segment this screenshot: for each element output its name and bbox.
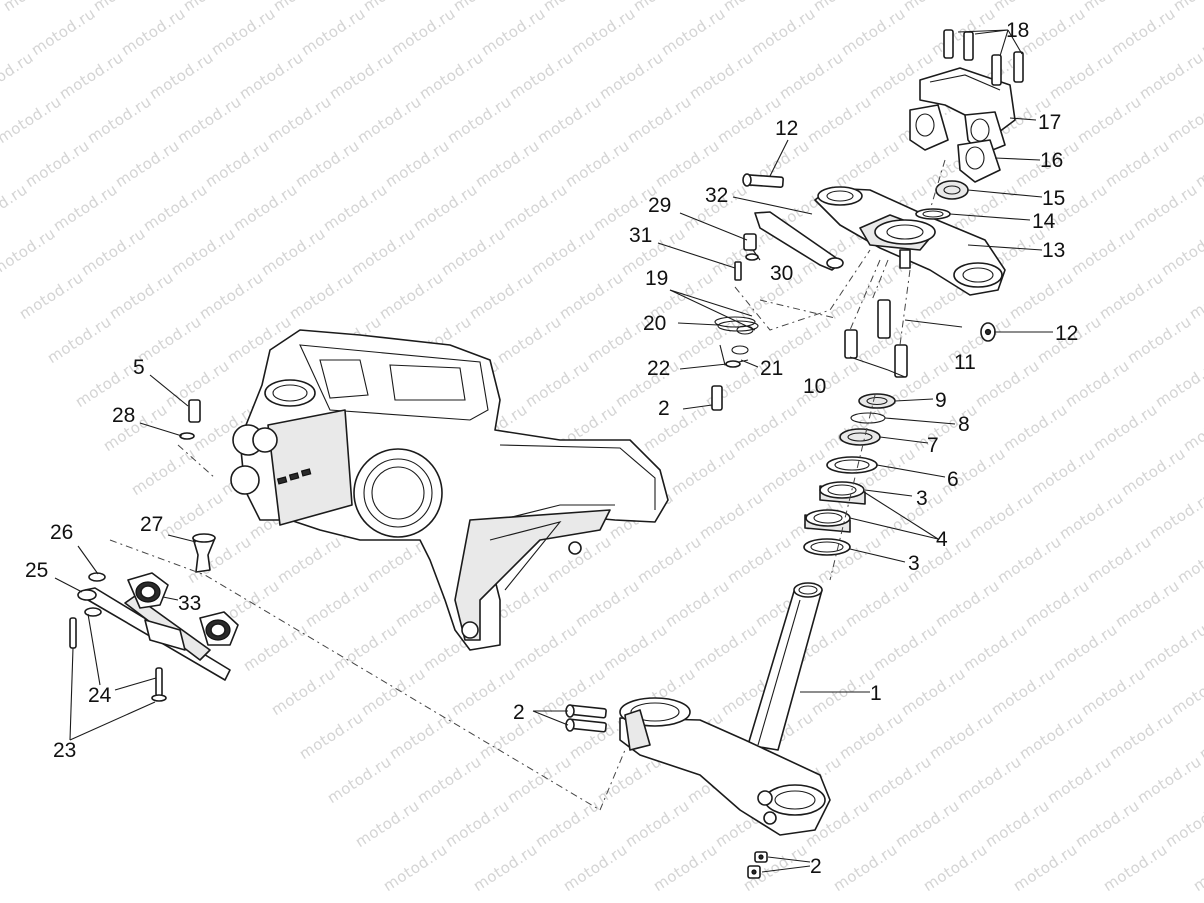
handlebar-bolts: [943, 29, 1024, 86]
part-number-3: 3: [916, 487, 928, 510]
bolts-10-11: [844, 299, 908, 378]
part-number-3: 3: [908, 552, 920, 575]
steering-stem: [619, 582, 831, 836]
damper-link: [734, 211, 844, 281]
part-number-2: 2: [810, 855, 822, 878]
part-number-2: 2: [513, 701, 525, 724]
part-number-16: 16: [1040, 149, 1064, 172]
handlebar-clamps: [909, 67, 1016, 183]
part-number-14: 14: [1032, 210, 1056, 233]
part-number-24: 24: [88, 684, 112, 707]
part-number-33: 33: [178, 592, 202, 615]
part-number-21: 21: [760, 357, 784, 380]
part-number-26: 26: [50, 521, 74, 544]
part-number-15: 15: [1042, 187, 1066, 210]
part-number-22: 22: [647, 357, 671, 380]
part-number-10: 10: [803, 375, 827, 398]
part-number-29: 29: [648, 194, 672, 217]
bolt-12-top: [742, 173, 784, 188]
part-number-4: 4: [936, 528, 948, 551]
part-number-12: 12: [775, 117, 799, 140]
upper-triple-clamp: [814, 180, 1006, 296]
part-number-19: 19: [645, 267, 669, 290]
part-number-1: 1: [870, 682, 882, 705]
bottom-bolts: [747, 851, 768, 879]
part-number-27: 27: [140, 513, 164, 536]
part-number-2: 2: [658, 397, 670, 420]
part-number-6: 6: [947, 468, 959, 491]
part-number-7: 7: [927, 434, 939, 457]
part-number-5: 5: [133, 356, 145, 379]
bearing-stack: [803, 393, 896, 556]
bolt-12-right: [980, 322, 996, 342]
part-number-17: 17: [1038, 111, 1062, 134]
frame: [230, 329, 669, 651]
lower-clamp-bolts: [565, 704, 607, 733]
part-number-28: 28: [112, 404, 136, 427]
centerlines: [109, 159, 946, 811]
part-number-8: 8: [958, 413, 970, 436]
part-number-18: 18: [1006, 19, 1030, 42]
part-number-12: 12: [1055, 322, 1079, 345]
part-number-30: 30: [770, 262, 794, 285]
leader-lines: [54, 29, 1053, 873]
part-number-25: 25: [25, 559, 49, 582]
part-number-23: 23: [53, 739, 77, 762]
steering-damper: [69, 399, 239, 702]
part-number-32: 32: [705, 184, 729, 207]
part-number-13: 13: [1042, 239, 1066, 262]
part-number-11: 11: [954, 351, 976, 374]
springs-clips: [711, 316, 759, 411]
part-number-9: 9: [935, 389, 947, 412]
part-number-31: 31: [629, 224, 653, 247]
part-number-20: 20: [643, 312, 667, 335]
